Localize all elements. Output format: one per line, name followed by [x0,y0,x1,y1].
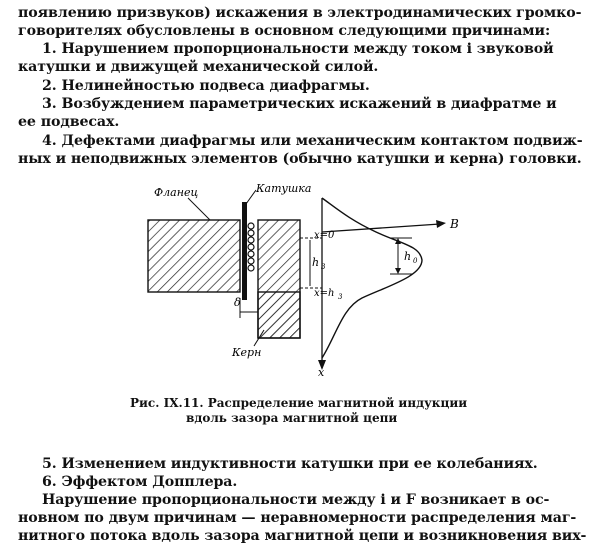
flange-block [147,219,241,293]
text-line: Нарушение пропорциональности между i и F… [42,492,550,508]
x0-label: x=0 [314,230,335,241]
b-axis-label: B [449,217,459,231]
flange-label: Фланец [154,186,198,199]
text-line: 6. Эффектом Допплера. [42,474,238,490]
figure-caption: вдоль зазора магнитной цепи [186,411,398,425]
coil-windings [247,222,255,272]
text-line: ных и неподвижных элементов (обычно кату… [18,151,582,167]
magnetic-gap-figure: δ Фланец Катушка Керн x B h 3 h [147,182,459,379]
text-line: 1. Нарушением пропорциональности между т… [42,41,554,57]
text-line: говорителях обусловлены в основном следу… [18,23,551,39]
svg-text:3: 3 [338,293,343,301]
xh-label: x=h [314,288,334,299]
coil-label: Катушка [255,182,311,195]
x-axis-label: x [318,366,325,379]
coil-former [242,202,247,300]
text-line: 5. Изменением индуктивности катушки при … [42,456,538,472]
text-line: 2. Нелинейностью подвеса диафрагмы. [42,78,370,94]
h3-label: h [312,256,319,269]
text-line: появлению призвуков) искажения в электро… [18,5,582,21]
text-line: катушки и движущей механической силой. [18,59,379,75]
svg-text:3: 3 [321,263,326,271]
b-axis [321,223,441,233]
core-label: Керн [231,346,261,359]
text-line: 3. Возбуждением параметрических искажени… [42,96,557,112]
h0-label: h [404,250,411,263]
text-line: новном по двум причинам — неравномерност… [18,510,577,526]
text-line: нитного потока вдоль зазора магнитной це… [18,528,587,544]
text-line: ее подвесах. [18,114,120,130]
text-line: 4. Дефектами диафрагмы или механическим … [42,133,583,149]
delta-label: δ [234,296,241,309]
svg-text:0: 0 [413,257,418,265]
induction-curve [321,197,423,359]
figure-caption: Рис. IX.11. Распределение магнитной инду… [130,396,468,410]
